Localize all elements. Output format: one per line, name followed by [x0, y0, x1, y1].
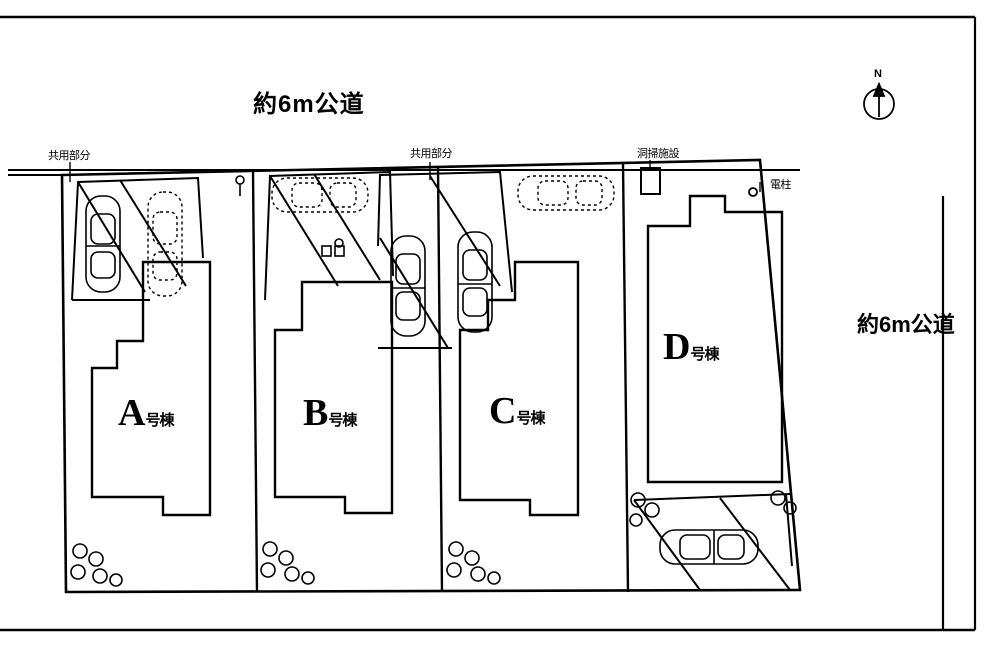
right-road-label: 約6m公道 [857, 312, 955, 337]
meter-markers-b [321, 238, 345, 257]
utility-pole-label: 電柱 [770, 179, 792, 191]
site-boundary [60, 158, 802, 594]
utility-pole-marker [748, 187, 758, 197]
annotation-leaders [69, 160, 761, 192]
planting-c [446, 541, 501, 585]
building-b-outline [273, 280, 394, 515]
car-c2 [457, 231, 493, 333]
car-d1 [659, 529, 759, 565]
building-b-letter: B [303, 392, 329, 434]
building-b-label: B号棟 [303, 391, 357, 435]
building-c-outline [458, 260, 580, 517]
building-a-parking-area [71, 176, 204, 301]
shared-area-middle-label: 共用部分 [410, 148, 453, 160]
car-a1 [85, 195, 121, 293]
building-d-suffix: 号棟 [690, 346, 719, 363]
car-c1 [390, 235, 426, 337]
right-road-lines [941, 17, 977, 630]
building-a-label: A号棟 [118, 391, 174, 435]
drainage-facility-box [640, 167, 661, 195]
building-c-suffix: 号棟 [516, 410, 545, 427]
top-road-label: 約6m公道 [253, 91, 365, 118]
planting-b [260, 541, 315, 585]
north-label: N [874, 68, 882, 80]
planting-d [629, 490, 797, 527]
building-d-driveway [633, 493, 793, 591]
planting-a [70, 543, 123, 587]
car-b1 [271, 177, 369, 213]
lot-dividers [251, 163, 630, 593]
building-c-label: C号棟 [489, 389, 545, 433]
building-b-suffix: 号棟 [328, 412, 357, 429]
building-b-parking-area [264, 170, 394, 301]
car-c3 [517, 175, 615, 211]
building-d-outline [646, 194, 784, 484]
north-arrow-icon [863, 81, 895, 120]
building-d-letter: D [663, 326, 691, 368]
building-d-label: D号棟 [663, 325, 719, 369]
car-a2 [147, 191, 183, 297]
building-a-letter: A [118, 392, 146, 434]
shared-area-left-label: 共用部分 [48, 150, 91, 162]
building-a-suffix: 号棟 [145, 412, 174, 429]
pole-marker-left [235, 175, 245, 196]
building-a-outline [90, 260, 212, 517]
building-c-letter: C [489, 390, 517, 432]
drainage-facility-label: 洞掃施設 [637, 148, 680, 160]
